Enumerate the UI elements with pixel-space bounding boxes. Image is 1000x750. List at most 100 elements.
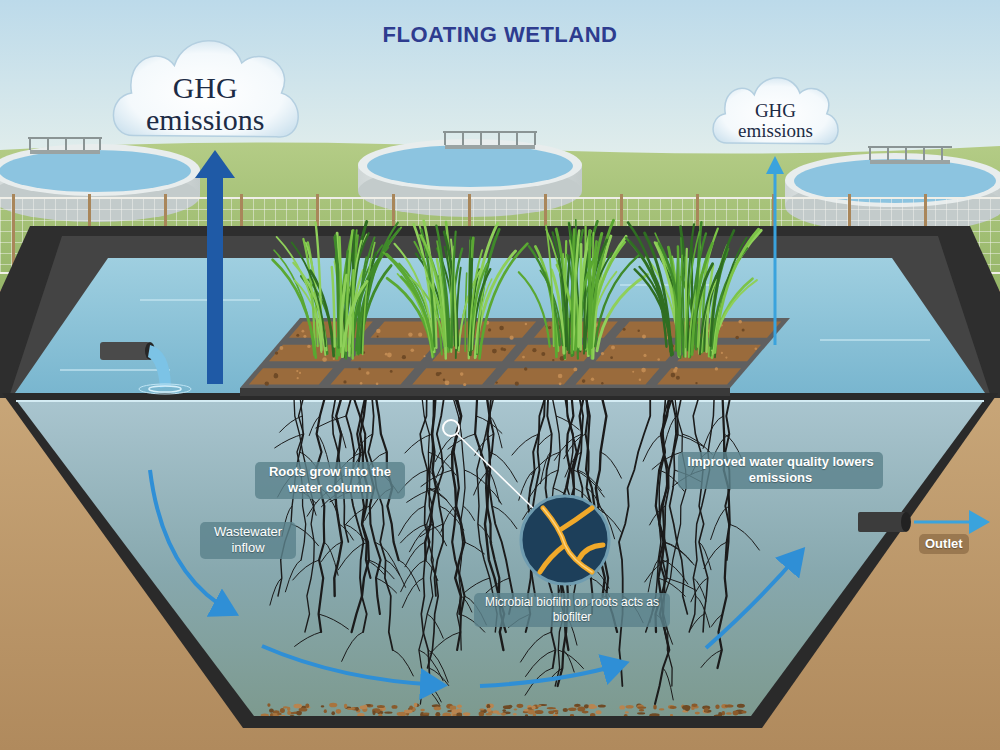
emission-arrow-part: [207, 174, 223, 384]
sediment-part: [456, 713, 462, 718]
emission-cloud: GHG emissions: [706, 69, 844, 155]
sediment-part: [384, 711, 392, 713]
sediment-part: [619, 705, 625, 709]
plant-roots-part: [538, 434, 552, 447]
flow-arrow-part: [706, 553, 800, 648]
emission-arrow-part: [195, 150, 235, 178]
floating-mat-part: [742, 328, 745, 331]
wetland-plants-part: [588, 231, 591, 354]
wetland-plants-part: [359, 241, 389, 355]
floating-mat-part: [343, 380, 346, 383]
emission-arrow: [195, 150, 784, 384]
water-surface-part: [15, 258, 985, 393]
floating-mat-part: [643, 354, 646, 357]
floating-mat-part: [499, 326, 504, 331]
basin-cross-section-part: [16, 400, 984, 716]
plant-roots: [270, 398, 760, 705]
clarifier-tank-part: [30, 150, 100, 154]
wetland-plants-part: [475, 279, 492, 359]
plant-roots-part: [693, 398, 708, 632]
sediment-part: [528, 710, 536, 715]
inlet-pipe-part: [100, 342, 150, 360]
floating-mat-part: [280, 346, 284, 350]
sediment-part: [321, 705, 325, 707]
wetland-plants-part: [692, 243, 712, 354]
sediment-part: [299, 708, 308, 712]
floating-mat-part: [755, 348, 758, 351]
plant-roots-part: [405, 542, 425, 567]
clarifier-tank-part: [28, 138, 102, 150]
sediment-part: [355, 707, 358, 711]
clarifier-tank-part: [0, 150, 191, 192]
sediment-part: [457, 705, 462, 708]
wetland-plants-part: [332, 267, 335, 347]
plant-roots-part: [436, 452, 454, 478]
title-holder: FLOATING WETLAND: [0, 22, 1000, 48]
floating-mat-part: [548, 326, 551, 329]
plant-roots-part: [369, 560, 395, 579]
sediment-part: [269, 708, 274, 712]
callout-text: Improved water quality lowers emissions: [678, 452, 883, 489]
label-holder: Roots grow into the water column: [255, 462, 405, 499]
floating-mat-part: [331, 368, 415, 384]
sediment-part: [399, 712, 405, 716]
floating-mat-part: [501, 347, 504, 350]
wetland-plants-part: [630, 242, 670, 348]
floating-mat-part: [525, 323, 527, 325]
wetland-plants-part: [335, 236, 338, 348]
floating-mat-part: [610, 356, 613, 359]
sediment-part: [435, 712, 440, 717]
biofilm-magnifier-part: [457, 434, 533, 508]
floating-mat-part: [675, 367, 678, 370]
floating-mat-part: [541, 352, 545, 356]
emission-arrow-part: [766, 156, 784, 174]
sediment-part: [357, 713, 364, 717]
wetland-plants-part: [635, 269, 673, 354]
water-surface-part: [60, 285, 930, 370]
plant-roots-part: [619, 398, 650, 686]
wetland-plants-part: [452, 232, 456, 348]
wetland-plants-part: [591, 220, 613, 347]
cloud-label: GHG emissions: [738, 101, 813, 141]
inlet-pipe-part: [149, 386, 181, 392]
water-surface: [15, 258, 985, 393]
floating-mat-part: [488, 328, 491, 331]
floating-mat-part: [249, 368, 333, 384]
floating-mat-part: [265, 381, 269, 385]
inlet-pipe-part: [148, 345, 171, 388]
floating-mat-part: [443, 379, 445, 381]
sediment-part: [598, 704, 606, 707]
clarifier-tank-part: [870, 160, 950, 164]
sediment-part: [434, 707, 442, 711]
plant-roots-part: [676, 434, 704, 447]
wetland-plants-part: [292, 242, 326, 346]
magnifier-caption: Microbial biofilm on roots acts as biofi…: [474, 593, 670, 627]
floating-mat-part: [445, 380, 450, 385]
floating-mat-part: [725, 357, 727, 359]
sediment-part: [287, 711, 291, 715]
floating-mat-part: [240, 388, 730, 396]
sediment-part: [497, 713, 501, 715]
sediment-part: [487, 704, 491, 709]
floating-mat-part: [494, 368, 578, 384]
sediment-part: [392, 705, 398, 709]
biofilm-magnifier-part: [443, 420, 459, 436]
floating-mat-part: [559, 382, 562, 385]
floating-mat-part: [532, 348, 536, 352]
sediment-part: [577, 706, 585, 711]
flow-arrow-part: [480, 664, 622, 686]
sediment-part: [725, 704, 734, 707]
wetland-plants-part: [553, 232, 568, 349]
label-holder: Wastewater inflow: [200, 522, 296, 559]
sediment-part: [463, 712, 471, 716]
floating-mat-part: [299, 372, 301, 374]
sediment-part: [344, 704, 347, 709]
wetland-plants-part: [480, 244, 528, 359]
floating-mat-part: [296, 370, 298, 372]
wetland-plants-part: [595, 256, 638, 347]
sediment-part: [377, 705, 385, 708]
wetland-plants: [273, 220, 761, 359]
sediment-part: [637, 712, 645, 714]
floating-mat-part: [576, 368, 660, 384]
